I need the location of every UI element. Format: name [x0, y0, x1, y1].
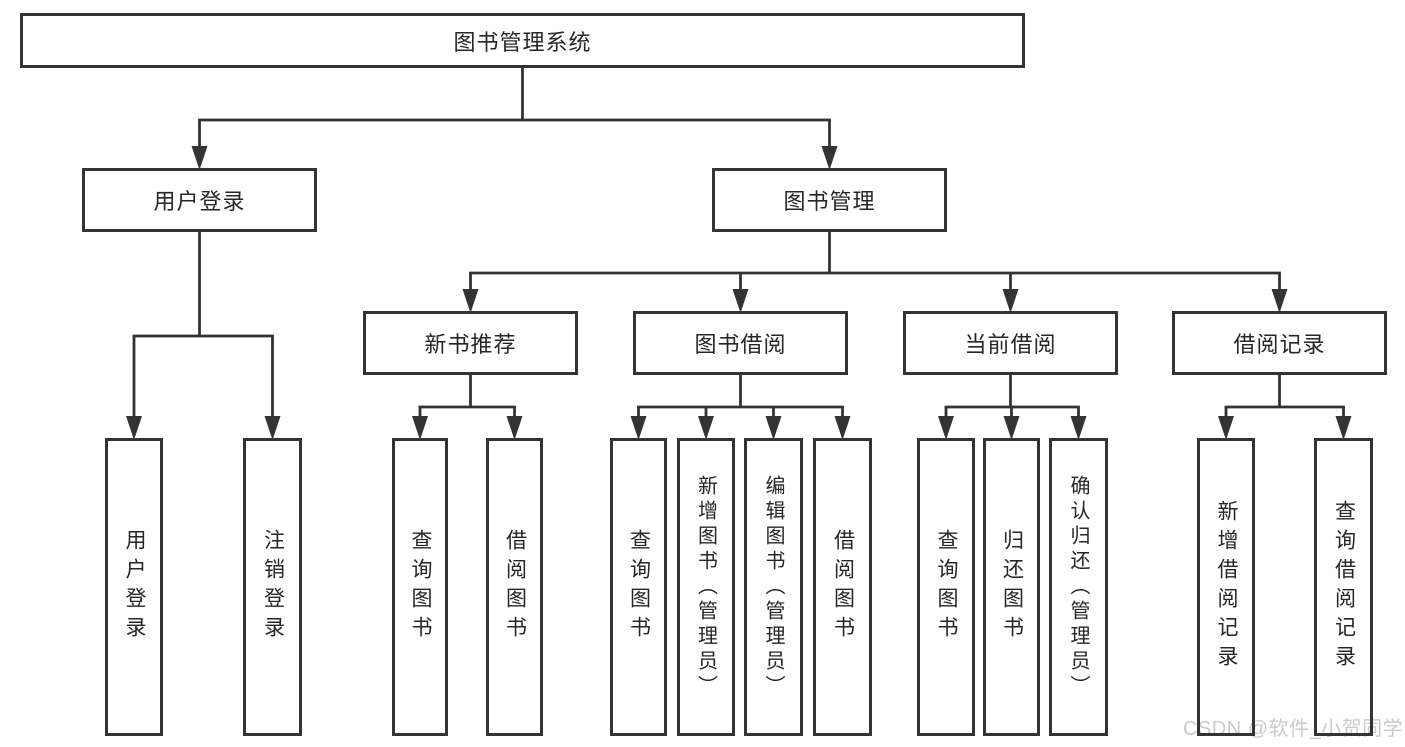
- node-user-login: 用户登录: [82, 168, 317, 232]
- node-label: 查询借阅记录: [1332, 500, 1356, 674]
- node-label: 新增图书（管理员）: [694, 474, 717, 700]
- leaf-return-books: 归还图书: [983, 438, 1040, 736]
- node-label: 图书管理: [783, 189, 876, 214]
- node-label: 用户登录: [123, 529, 146, 645]
- node-label: 新书推荐: [424, 332, 517, 357]
- node-label: 归还图书: [1000, 529, 1024, 645]
- node-label: 借阅记录: [1233, 332, 1326, 357]
- leaf-edit-books-admin: 编辑图书（管理员）: [744, 438, 803, 736]
- leaf-search-books-recommend: 查询图书: [392, 438, 448, 736]
- leaf-logout: 注销登录: [243, 438, 302, 736]
- node-label: 查询图书: [935, 529, 958, 645]
- node-borrowing-records: 借阅记录: [1172, 311, 1387, 375]
- node-current-borrowing: 当前借阅: [903, 311, 1118, 375]
- node-label: 新增借阅记录: [1215, 500, 1238, 674]
- node-book-borrowing: 图书借阅: [633, 311, 848, 375]
- leaf-add-books-admin: 新增图书（管理员）: [677, 438, 735, 736]
- node-label: 查询图书: [409, 529, 432, 645]
- leaf-confirm-return-admin: 确认归还（管理员）: [1049, 438, 1108, 736]
- leaf-borrow-books-recommend: 借阅图书: [486, 438, 543, 736]
- node-label: 注销登录: [261, 529, 285, 645]
- node-library-management-system: 图书管理系统: [20, 13, 1025, 68]
- node-label: 确认归还（管理员）: [1067, 474, 1089, 700]
- leaf-search-books-borrow: 查询图书: [610, 438, 667, 736]
- node-label: 图书借阅: [694, 332, 787, 357]
- leaf-add-borrow-record: 新增借阅记录: [1197, 438, 1255, 736]
- leaf-borrow-books: 借阅图书: [813, 438, 872, 736]
- node-new-book-recommendation: 新书推荐: [363, 311, 578, 375]
- node-label: 当前借阅: [964, 332, 1057, 357]
- node-label: 编辑图书（管理员）: [762, 474, 784, 700]
- node-label: 用户登录: [153, 189, 246, 214]
- node-label: 查询图书: [627, 529, 651, 645]
- leaf-search-books-current: 查询图书: [917, 438, 975, 736]
- node-label: 图书管理系统: [453, 29, 592, 55]
- node-label: 借阅图书: [831, 529, 855, 645]
- node-label: 借阅图书: [503, 529, 527, 645]
- leaf-user-login: 用户登录: [105, 438, 163, 736]
- node-book-management: 图书管理: [712, 168, 947, 232]
- leaf-search-borrow-record: 查询借阅记录: [1314, 438, 1373, 736]
